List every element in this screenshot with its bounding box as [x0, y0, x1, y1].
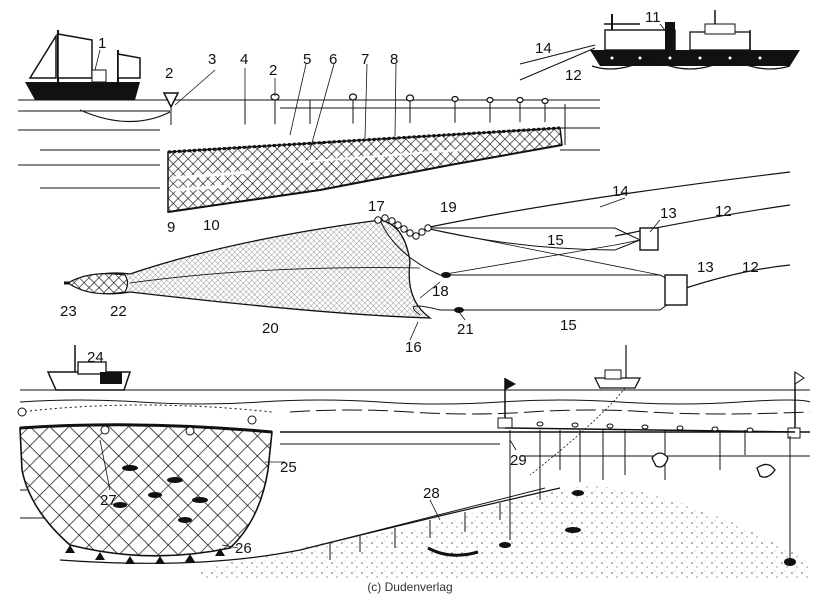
callout-23: 23	[60, 303, 77, 320]
callout-13: 13	[660, 205, 677, 222]
callout-14: 14	[535, 40, 552, 57]
trawl-net	[64, 171, 791, 319]
callout-16: 16	[405, 339, 422, 356]
fish-icon	[113, 465, 208, 523]
sailing-trawler-icon	[25, 30, 141, 100]
callout-21: 21	[457, 321, 474, 338]
callout-2b: 2	[269, 62, 277, 79]
callout-12c: 12	[742, 259, 759, 276]
callout-12: 12	[565, 67, 582, 84]
bottom-scene	[17, 345, 811, 580]
callout-10: 10	[203, 217, 220, 234]
callout-22: 22	[110, 303, 127, 320]
fish-icon	[651, 452, 776, 478]
callout-28: 28	[423, 485, 440, 502]
callout-17: 17	[368, 198, 385, 215]
bottom-setline	[299, 487, 546, 560]
callout-7: 7	[361, 51, 369, 68]
marker-buoy	[162, 92, 180, 109]
callout-12b: 12	[715, 203, 732, 220]
callout-labels: 1 2 3 4 2 5 6 7 8 9 10 11 12 14 12 13 14…	[60, 9, 759, 557]
weight	[441, 272, 451, 278]
buoy-flag-icon	[497, 378, 516, 429]
sea-surface	[19, 389, 811, 519]
otter-board	[664, 274, 688, 306]
callout-25: 25	[280, 459, 297, 476]
purse-seine-net	[19, 424, 273, 557]
callout-1: 1	[98, 35, 106, 52]
seabed	[200, 486, 810, 580]
motorboat-icon	[593, 345, 642, 389]
weight	[454, 307, 464, 313]
drift-net-scene	[18, 30, 600, 215]
fish-icon	[499, 490, 796, 566]
callout-26: 26	[235, 540, 252, 557]
callout-5: 5	[303, 51, 311, 68]
stern-trawler-icon	[590, 10, 800, 66]
callout-9: 9	[167, 219, 175, 236]
callout-6: 6	[329, 51, 337, 68]
buoy-flag-icon	[787, 371, 805, 439]
purse-rings	[65, 545, 225, 564]
callout-18: 18	[432, 283, 449, 300]
callout-19: 19	[440, 199, 457, 216]
callout-13b: 13	[697, 259, 714, 276]
callout-8: 8	[390, 51, 398, 68]
callout-4: 4	[240, 51, 248, 68]
callout-14b: 14	[612, 183, 629, 200]
motorboat-icon	[46, 345, 132, 391]
callout-15: 15	[547, 232, 564, 249]
longline	[427, 345, 805, 566]
callout-27: 27	[100, 492, 117, 509]
callout-15b: 15	[560, 317, 577, 334]
otter-board	[639, 227, 659, 251]
copyright-credit: (c) Dudenverlag	[367, 580, 453, 594]
stern-trawler-scene	[519, 10, 800, 81]
callout-11: 11	[645, 9, 661, 26]
callout-24: 24	[87, 349, 104, 366]
headline-floats	[374, 214, 432, 240]
callout-3: 3	[208, 51, 216, 68]
tow-line	[79, 109, 171, 123]
callout-2: 2	[165, 65, 173, 82]
callout-29: 29	[510, 452, 527, 469]
callout-leaders	[94, 23, 669, 549]
callout-20: 20	[262, 320, 279, 337]
